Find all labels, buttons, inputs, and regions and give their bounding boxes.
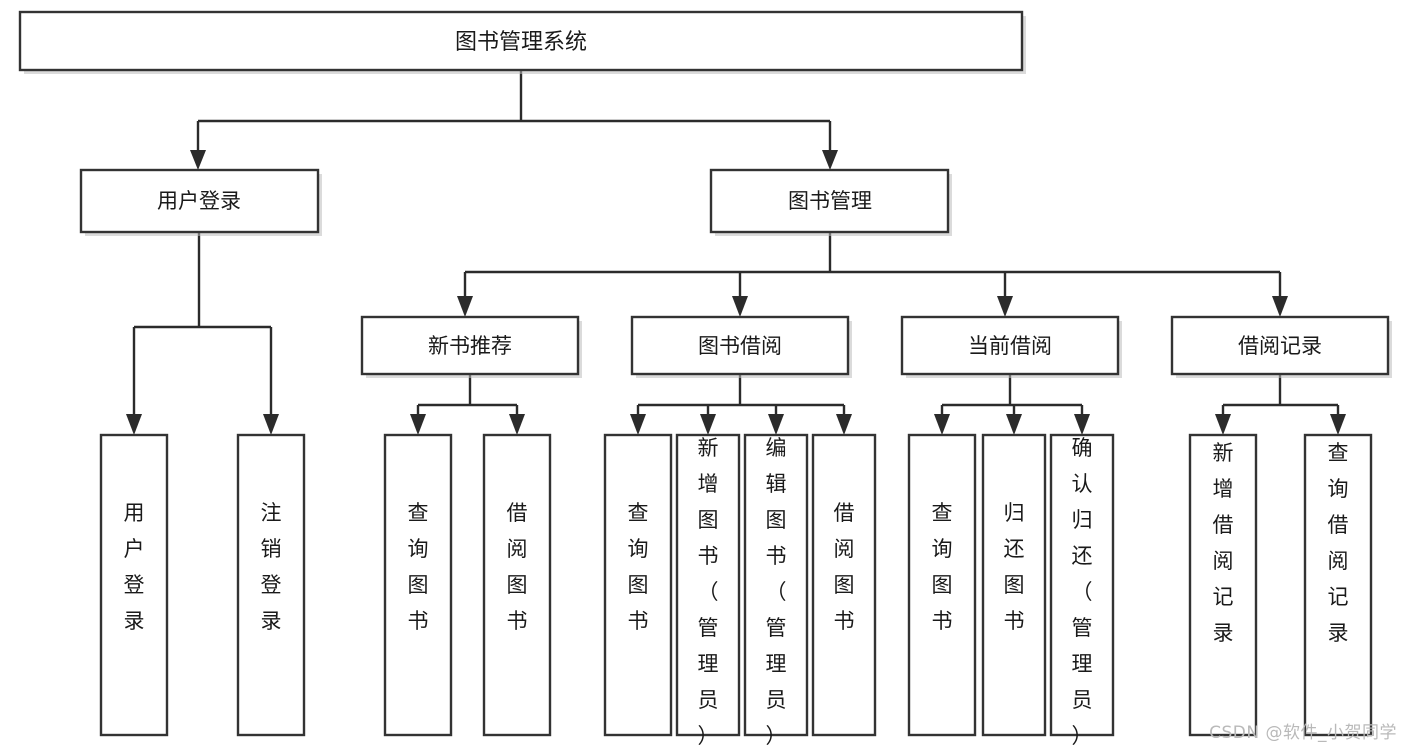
- user-login-label: 用户登录: [157, 189, 241, 213]
- csdn-watermark: CSDN @软件_小贺同学: [1209, 723, 1397, 743]
- arrow-bm-to-new-book: [457, 296, 473, 317]
- node-root[interactable]: 图书管理系统: [18, 10, 1026, 74]
- arrow-user-login-to-leaf-2: [263, 414, 279, 435]
- book-management-box[interactable]: [709, 168, 950, 234]
- leaf-add-borrow-record-label: 新增借阅记录: [1213, 441, 1234, 645]
- arrow-bm-to-book-borrow: [732, 296, 748, 317]
- leaf-confirm-return-admin[interactable]: 确认归还（管理员）: [1049, 433, 1115, 747]
- leaf-query-book-3[interactable]: 查询图书: [907, 433, 977, 737]
- leaf-add-book-admin-box[interactable]: [675, 433, 741, 737]
- leaf-edit-book-admin[interactable]: 编辑图书（管理员）: [743, 433, 809, 747]
- leaf-query-book-3-box[interactable]: [907, 433, 977, 737]
- arrow-borrow-record-to-leaf-2: [1330, 414, 1346, 435]
- leaf-return-book[interactable]: 归还图书: [981, 433, 1047, 737]
- arrow-current-borrow-to-leaf-2: [1006, 414, 1022, 435]
- root-label: 图书管理系统: [455, 30, 587, 55]
- leaf-borrow-book-1-box[interactable]: [482, 433, 552, 737]
- book-management-label: 图书管理: [788, 189, 872, 213]
- leaf-borrow-book-1[interactable]: 借阅图书: [482, 433, 552, 737]
- current-borrow-box[interactable]: [900, 315, 1120, 376]
- arrow-user-login-to-leaf-1: [126, 414, 142, 435]
- node-book-management[interactable]: 图书管理: [709, 168, 952, 236]
- leaf-confirm-return-admin-label: 确认归还（管理员）: [1072, 436, 1093, 747]
- arrow-current-borrow-to-leaf-3: [1074, 414, 1090, 435]
- leaf-query-book-1-box[interactable]: [383, 433, 453, 737]
- leaf-user-logout-label: 注销登录: [261, 501, 282, 633]
- leaf-query-borrow-record[interactable]: 查询借阅记录: [1303, 433, 1373, 737]
- leaf-query-book-1-label: 查询图书: [408, 501, 429, 633]
- leaf-return-book-box[interactable]: [981, 433, 1047, 737]
- arrow-new-book-to-leaf-2: [509, 414, 525, 435]
- borrow-record-box[interactable]: [1170, 315, 1390, 376]
- leaf-query-borrow-record-label: 查询借阅记录: [1328, 441, 1349, 645]
- leaf-add-book-admin[interactable]: 新增图书（管理员）: [675, 433, 741, 747]
- leaf-borrow-book-2-box[interactable]: [811, 433, 877, 737]
- leaf-query-book-3-label: 查询图书: [932, 501, 953, 633]
- arrow-book-borrow-to-leaf-2: [700, 414, 716, 435]
- node-current-borrow[interactable]: 当前借阅: [900, 315, 1122, 378]
- leaf-user-logout[interactable]: 注销登录: [236, 433, 306, 737]
- arrow-root-to-user-login: [190, 150, 206, 170]
- leaf-query-book-1[interactable]: 查询图书: [383, 433, 453, 737]
- leaf-add-borrow-record[interactable]: 新增借阅记录: [1188, 433, 1258, 737]
- leaf-user-login-box[interactable]: [99, 433, 169, 737]
- leaf-query-book-2-label: 查询图书: [628, 501, 649, 633]
- book-borrow-box[interactable]: [630, 315, 850, 376]
- connector-layer: [126, 70, 1346, 435]
- leaf-confirm-return-admin-box[interactable]: [1049, 433, 1115, 737]
- user-login-box[interactable]: [79, 168, 320, 234]
- arrow-current-borrow-to-leaf-1: [934, 414, 950, 435]
- leaf-add-book-admin-label: 新增图书（管理员）: [698, 436, 719, 747]
- borrow-record-label: 借阅记录: [1238, 334, 1322, 358]
- arrow-new-book-to-leaf-1: [410, 414, 426, 435]
- leaf-query-borrow-record-box[interactable]: [1303, 433, 1373, 737]
- current-borrow-label: 当前借阅: [968, 334, 1052, 358]
- node-user-login[interactable]: 用户登录: [79, 168, 322, 236]
- node-borrow-record[interactable]: 借阅记录: [1170, 315, 1392, 378]
- leaf-query-book-2[interactable]: 查询图书: [603, 433, 673, 737]
- leaf-borrow-book-2-label: 借阅图书: [834, 501, 855, 633]
- arrow-book-borrow-to-leaf-3: [768, 414, 784, 435]
- leaf-edit-book-admin-box[interactable]: [743, 433, 809, 737]
- arrow-borrow-record-to-leaf-1: [1215, 414, 1231, 435]
- leaf-return-book-label: 归还图书: [1004, 501, 1025, 633]
- leaf-user-logout-box[interactable]: [236, 433, 306, 737]
- arrow-book-borrow-to-leaf-4: [836, 414, 852, 435]
- node-book-borrow[interactable]: 图书借阅: [630, 315, 852, 378]
- leaf-borrow-book-2[interactable]: 借阅图书: [811, 433, 877, 737]
- new-book-recommend-label: 新书推荐: [428, 334, 512, 358]
- leaf-user-login[interactable]: 用户登录: [99, 433, 169, 737]
- arrow-bm-to-borrow-record: [1272, 296, 1288, 317]
- arrow-root-to-book-management: [822, 150, 838, 170]
- leaf-user-login-label: 用户登录: [124, 501, 145, 633]
- arrow-bm-to-current-borrow: [997, 296, 1013, 317]
- book-borrow-label: 图书借阅: [698, 334, 782, 358]
- leaf-query-book-2-box[interactable]: [603, 433, 673, 737]
- node-new-book-recommend[interactable]: 新书推荐: [360, 315, 582, 378]
- root-box[interactable]: [18, 10, 1024, 72]
- leaf-add-borrow-record-box[interactable]: [1188, 433, 1258, 737]
- arrow-book-borrow-to-leaf-1: [630, 414, 646, 435]
- new-book-recommend-box[interactable]: [360, 315, 580, 376]
- leaf-borrow-book-1-label: 借阅图书: [507, 501, 528, 633]
- leaf-edit-book-admin-label: 编辑图书（管理员）: [766, 436, 787, 747]
